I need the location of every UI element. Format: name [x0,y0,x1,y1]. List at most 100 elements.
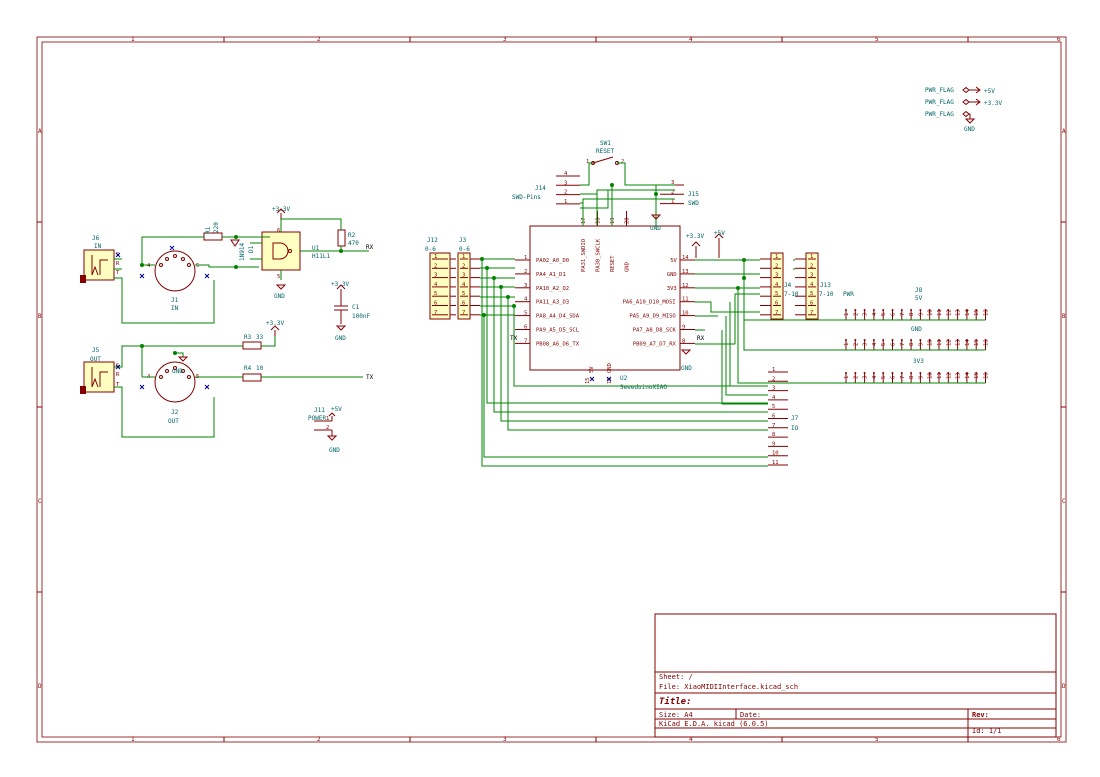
bus-wire-21 [500,287,768,422]
row-label-c-right: C [1062,498,1066,505]
j11-vcc-label: +5V [331,406,342,413]
j12-pin-num-5: 5 [434,291,437,297]
j8-row3-pad-2 [854,372,857,374]
j8-gnd-label: GND [911,326,922,333]
j4-ref: J4 [784,282,792,289]
j8-value: PWR [843,291,854,298]
j13-pin-num-7: 7 [810,310,813,316]
u2-pin-num-8: 8 [682,338,685,344]
u2-5v-label: +5V [714,230,725,237]
j7-pin-num-10: 10 [772,451,779,457]
r3-ref: R3 [244,334,252,341]
j12-pin-num-2: 2 [434,263,437,269]
j2-value: OUT [168,418,179,425]
sw1-pin-1: 1 [586,159,589,165]
j8-row3-pad-13 [956,372,959,374]
power-connector-j11[interactable]: J11 POWER 1 2 +5V GND [308,406,342,454]
rx-net-label: RX [366,244,374,251]
j8-row2-pad-10 [928,339,931,341]
u2-pin-name-17: PA31_SWDIO [581,239,587,272]
swd-header-j15[interactable]: J15 SWD 321 [660,180,699,207]
resistor-r1[interactable]: R1 220 [203,222,223,241]
bus-wire-25 [483,315,768,458]
junction-7 [512,304,516,308]
optocoupler-u1[interactable]: U1 H11L1 6 5 [261,228,330,280]
u2-ref: U2 [620,375,628,382]
j2-gnd-label: GND [172,368,183,375]
sheet-frame: 1 2 3 4 5 6 1 2 3 4 5 6 A B C D A B C D [36,36,1067,743]
j14-ref: J14 [535,185,546,192]
j4-pin-num-6: 6 [775,301,778,307]
j3-pin-num-6: 6 [462,301,465,307]
resistor-r2[interactable]: R2 470 [337,229,359,247]
c1-gnd-label: GND [335,335,346,342]
u2-pin-num-5: 5 [524,311,527,317]
j8-row2-pad-6 [891,339,894,341]
j8-5v-label: 5V [915,295,923,302]
j14-value: SWD-Pins [512,194,541,201]
resistor-r3[interactable]: R3 33 [242,334,264,350]
j8-row1-pad-2 [854,309,857,311]
j8-row3-num-14: 14 [965,372,971,379]
j4-pin-num-2: 2 [775,263,778,269]
j11-value: POWER [308,415,326,422]
j3-pin-num-2: 2 [462,263,465,269]
col-label-4: 4 [689,36,693,43]
resistor-r4[interactable]: R4 10 [242,365,264,382]
j12-value: 0-6 [425,246,436,253]
midi-out-din-j2[interactable]: J2 OUT 4 5 GND [147,361,199,425]
j8-row3-num-13: 13 [956,372,962,379]
j8-row3-pad-4 [872,372,875,374]
u1-gnd-label: GND [274,293,285,300]
j15-value: SWD [688,200,699,207]
j2-ref: J2 [171,409,179,416]
u2-pin-15-num: 15 [585,377,591,384]
j12-ref: J12 [427,237,438,244]
j8-row2-num-11: 11 [937,339,943,346]
junction-2 [736,286,740,290]
j13-value: 7-10 [819,291,834,298]
j8-row3-num-6: 6 [891,376,897,379]
midi-in-din-j1[interactable]: J1 IN 4 5 [147,250,199,312]
pwr-flag-net-3v3: +3.3V [984,100,1002,107]
midi-out-jack-j5[interactable]: J5 OUT S R T [80,347,120,394]
title-label: Title: [659,696,692,707]
j8-row2-pad-1 [845,339,847,341]
j8-row1-pad-15 [975,309,978,311]
j8-row2-pad-2 [854,339,857,341]
diode-d1[interactable]: 1N914 D1 [230,239,255,261]
u1-value: H11L1 [312,253,330,260]
row-label-c: C [38,498,42,505]
sw1-ref: SW1 [600,140,611,147]
j7-ref: J7 [791,415,799,422]
col-label-5-bottom: 5 [875,736,879,743]
j12-pin-num-3: 3 [434,273,437,279]
u2-pin-num-10: 10 [682,311,689,317]
col-label-6: 6 [1057,36,1061,43]
j8-ref: J8 [915,287,923,294]
junction-9 [482,313,486,317]
sheet-name: Sheet: / [659,673,693,681]
j7-pin-num-5: 5 [772,404,775,410]
j8-row2-pad-4 [872,339,875,341]
j13-pin-num-1: 1 [810,254,813,260]
capacitor-c1[interactable]: +3.3V C1 100nF GND [331,281,370,342]
j3-value: 0-6 [459,246,470,253]
j8-row1-pad-8 [910,309,913,311]
j11-pin-2: 2 [326,425,329,431]
u2-pin-name-4: PA11_A3_D3 [536,300,569,306]
u2-pin-name-13: GND [667,272,677,278]
u2-pin-num-7: 7 [524,338,527,344]
junction-0 [742,258,746,262]
sw1-pin-2: 2 [621,159,624,165]
reset-switch-sw1[interactable]: SW1 RESET 1 2 [586,140,624,165]
